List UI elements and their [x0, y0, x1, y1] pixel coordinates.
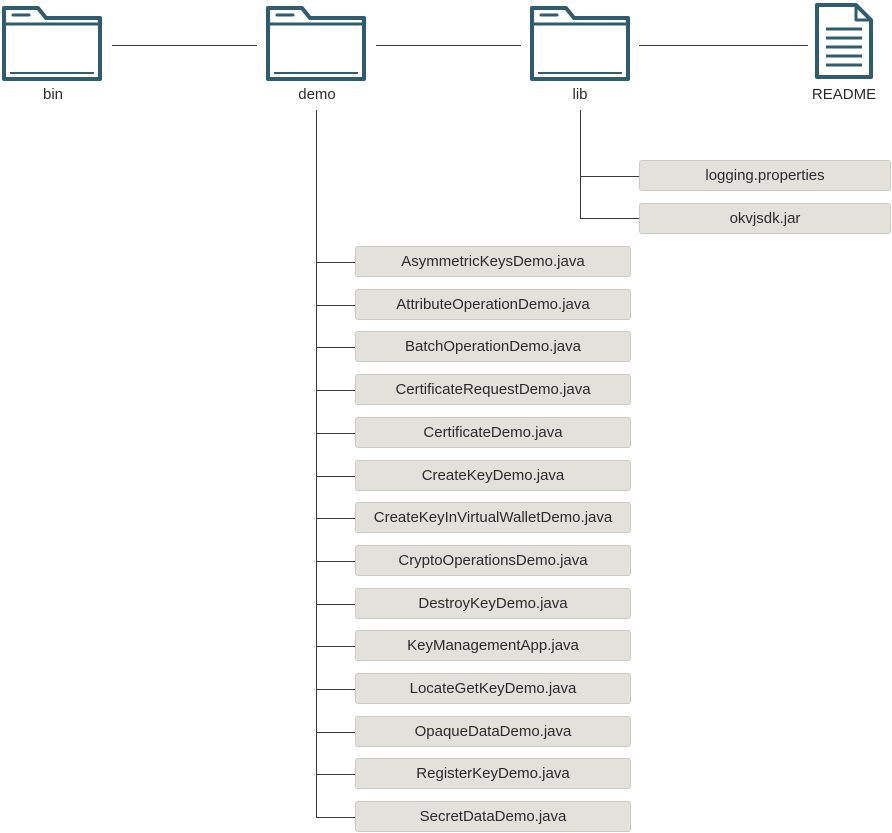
folder-label-lib: lib — [572, 86, 588, 103]
demo-file-box[interactable]: CreateKeyDemo.java — [355, 459, 631, 491]
folder-icon[interactable] — [530, 4, 632, 82]
demo-file-box[interactable]: BatchOperationDemo.java — [355, 331, 631, 363]
demo-file-box[interactable]: CryptoOperationsDemo.java — [355, 544, 631, 576]
demo-file-box[interactable]: KeyManagementApp.java — [355, 630, 631, 662]
demo-file-box[interactable]: DestroyKeyDemo.java — [355, 587, 631, 619]
lib-file-box[interactable]: okvjsdk.jar — [639, 203, 891, 234]
folder-icon[interactable] — [266, 4, 368, 82]
folder-label-demo: demo — [298, 86, 336, 103]
demo-file-box[interactable]: CreateKeyInVirtualWalletDemo.java — [355, 502, 631, 534]
demo-file-box[interactable]: CertificateDemo.java — [355, 416, 631, 448]
demo-file-box[interactable]: CertificateRequestDemo.java — [355, 374, 631, 406]
demo-file-box[interactable]: LocateGetKeyDemo.java — [355, 673, 631, 704]
demo-file-box[interactable]: SecretDataDemo.java — [355, 801, 631, 833]
demo-file-box[interactable]: RegisterKeyDemo.java — [355, 758, 631, 790]
document-icon[interactable] — [814, 2, 874, 80]
folder-icon[interactable] — [2, 4, 104, 82]
folder-label-bin: bin — [42, 86, 64, 103]
demo-file-box[interactable]: AsymmetricKeysDemo.java — [355, 246, 631, 277]
document-label-readme: README — [811, 86, 877, 103]
demo-file-box[interactable]: OpaqueDataDemo.java — [355, 715, 631, 747]
lib-file-box[interactable]: logging.properties — [639, 160, 891, 191]
demo-file-box[interactable]: AttributeOperationDemo.java — [355, 288, 631, 320]
